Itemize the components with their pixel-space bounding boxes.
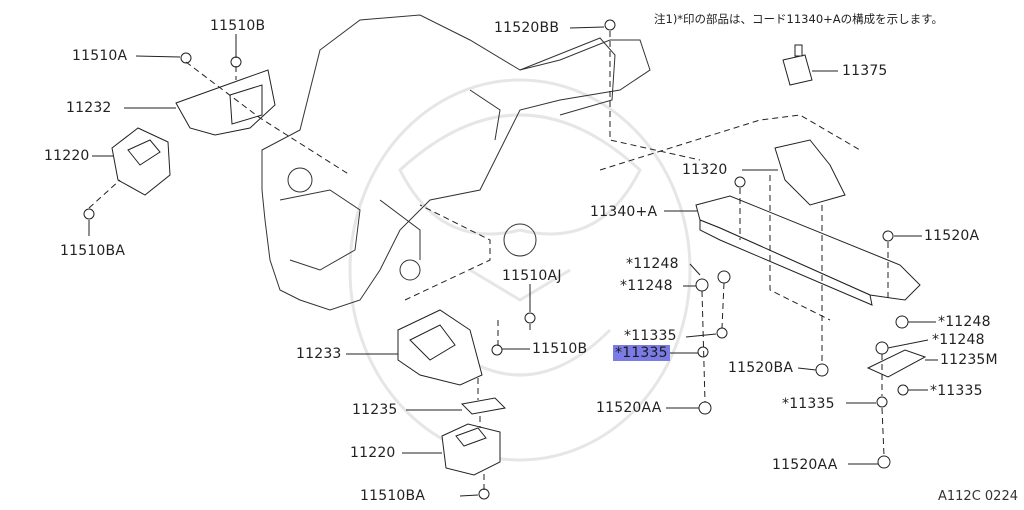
- label-11510A[interactable]: 11510A: [72, 48, 128, 64]
- label-11510BA-left[interactable]: 11510BA: [60, 243, 126, 259]
- diagram-code: A112C 0224: [938, 489, 1018, 504]
- bracket-11233: [397, 309, 483, 386]
- label-11233[interactable]: 11233: [296, 346, 342, 362]
- label-11335-a[interactable]: *11335: [624, 328, 677, 344]
- insulator-11220-bottom: [441, 423, 501, 476]
- label-11510BA-bottom[interactable]: 11510BA: [360, 488, 426, 504]
- label-11248-a[interactable]: *11248: [626, 256, 679, 272]
- crossmember-11340A: [695, 195, 921, 306]
- label-11335-highlighted[interactable]: *11335: [613, 345, 670, 361]
- insulator-11220-left: [111, 127, 171, 196]
- footnote-note: 注1)*印の部品は、コード11340+Aの構成を示します。: [654, 12, 943, 26]
- part-11375: [782, 44, 813, 86]
- engine-transmission-outline: [261, 14, 651, 311]
- label-11520AA-right[interactable]: 11520AA: [772, 457, 838, 473]
- label-11232[interactable]: 11232: [66, 100, 112, 116]
- label-11520A[interactable]: 11520A: [924, 228, 980, 244]
- label-11235[interactable]: 11235: [352, 402, 398, 418]
- label-11520BA[interactable]: 11520BA: [728, 360, 794, 376]
- plate-11235: [460, 397, 507, 415]
- label-11248-b[interactable]: *11248: [620, 278, 673, 294]
- leader-lines: [88, 26, 938, 497]
- label-11248-c[interactable]: *11248: [938, 314, 991, 330]
- label-11520AA-left[interactable]: 11520AA: [596, 400, 662, 416]
- label-11510B-top[interactable]: 11510B: [210, 18, 266, 34]
- dashed-alignment-lines: [88, 31, 889, 490]
- label-11220-left[interactable]: 11220: [44, 148, 90, 164]
- bracket-11232: [175, 69, 276, 136]
- label-11320[interactable]: 11320: [682, 162, 728, 178]
- label-11335-d[interactable]: *11335: [782, 396, 835, 412]
- label-11248-d[interactable]: *11248: [932, 332, 985, 348]
- mount-11320: [774, 139, 846, 206]
- label-11335-c[interactable]: *11335: [930, 383, 983, 399]
- label-11520BB[interactable]: 11520BB: [494, 20, 560, 36]
- plate-11235M: [866, 349, 927, 378]
- label-11510AJ[interactable]: 11510AJ: [502, 268, 562, 284]
- label-11235M[interactable]: 11235M: [940, 352, 998, 368]
- label-11510B-mid[interactable]: 11510B: [532, 341, 588, 357]
- label-11220-bottom[interactable]: 11220: [350, 445, 396, 461]
- label-11375[interactable]: 11375: [842, 63, 888, 79]
- label-11340A[interactable]: 11340+A: [590, 204, 658, 220]
- fasteners: [83, 19, 909, 500]
